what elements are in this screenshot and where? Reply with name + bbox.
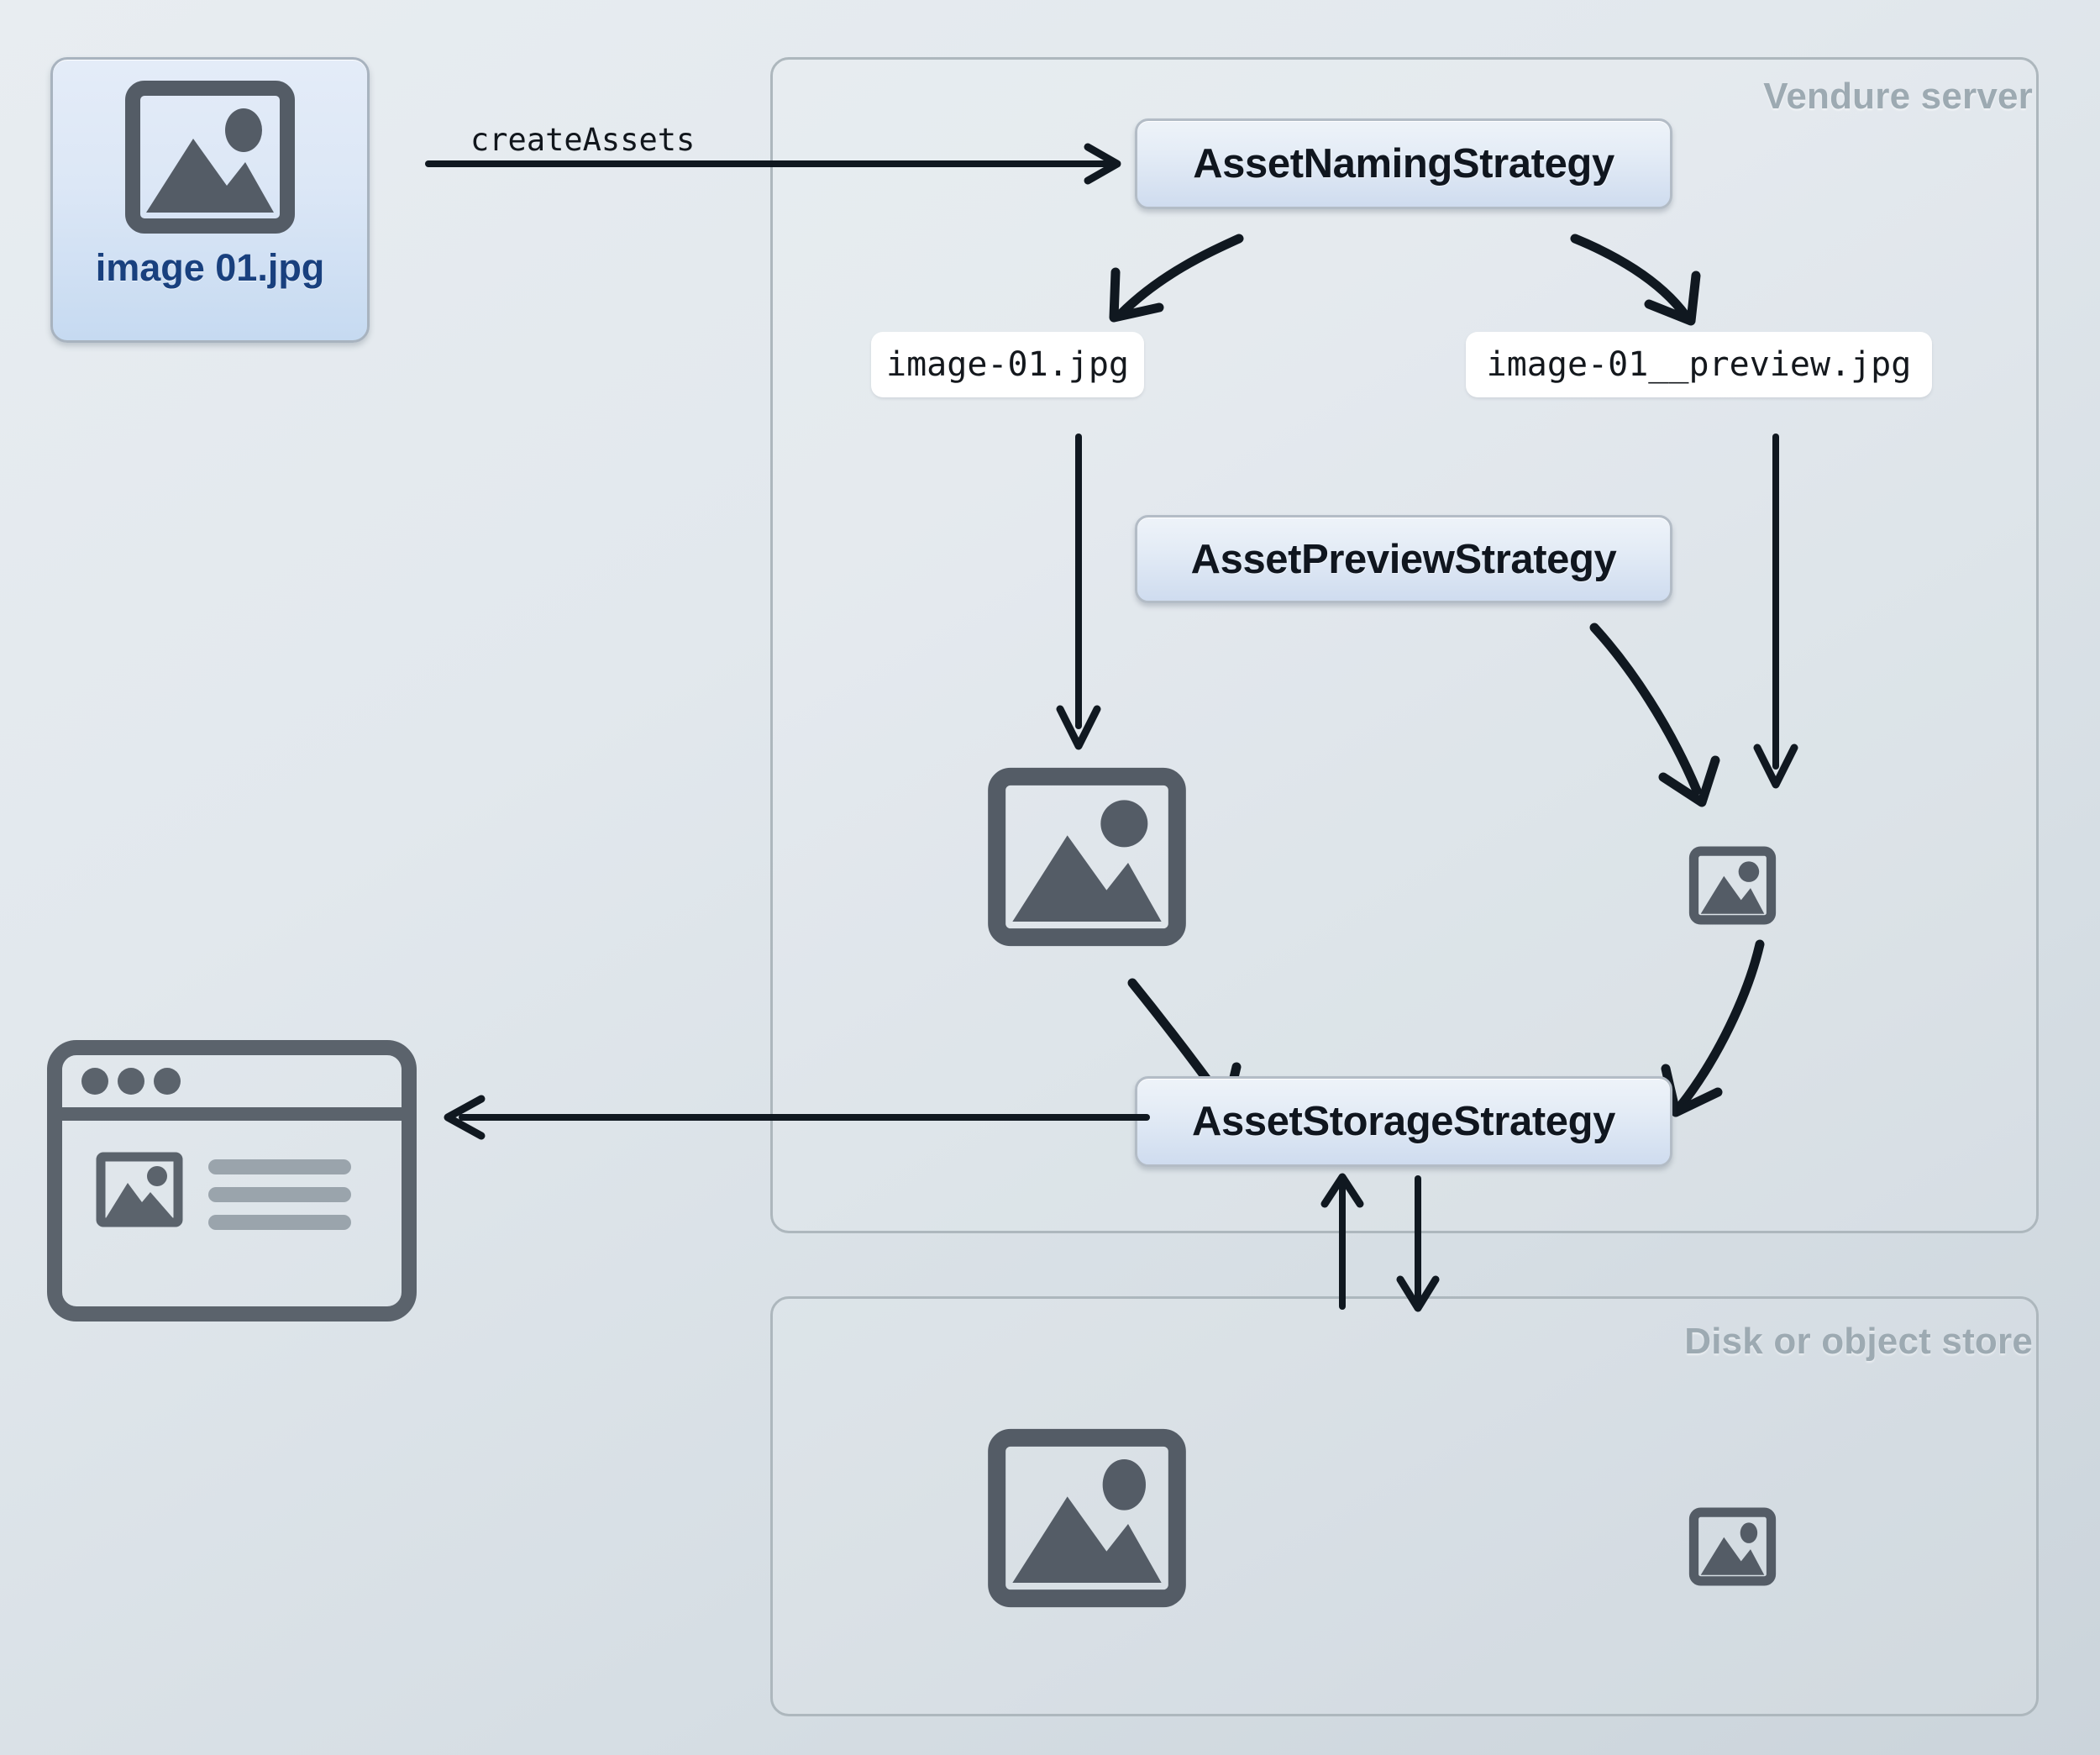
- server-preview-image-icon: [1688, 846, 1777, 925]
- source-asset-label: image 01.jpg: [95, 246, 325, 289]
- server-full-image-icon: [986, 767, 1188, 947]
- group-vendure-server: [770, 57, 2039, 1233]
- browser-content-image-icon: [96, 1152, 183, 1227]
- browser-window-icon: [47, 1040, 417, 1322]
- create-assets-label: createAssets: [470, 122, 696, 158]
- strategy-asset-storage[interactable]: AssetStorageStrategy: [1135, 1076, 1672, 1167]
- group-vendure-server-label: Vendure server: [1763, 76, 2033, 117]
- store-preview-image-icon: [1688, 1507, 1777, 1586]
- chip-source-filename: image-01.jpg: [871, 332, 1144, 397]
- source-asset-card[interactable]: image 01.jpg: [50, 57, 370, 343]
- image-placeholder-icon: [125, 81, 295, 234]
- strategy-asset-naming[interactable]: AssetNamingStrategy: [1135, 118, 1672, 209]
- strategy-asset-preview[interactable]: AssetPreviewStrategy: [1135, 515, 1672, 603]
- store-full-image-icon: [986, 1428, 1188, 1608]
- chip-preview-filename: image-01__preview.jpg: [1466, 332, 1932, 397]
- group-disk-or-object-store-label: Disk or object store: [1684, 1321, 2033, 1362]
- group-disk-or-object-store: [770, 1296, 2039, 1716]
